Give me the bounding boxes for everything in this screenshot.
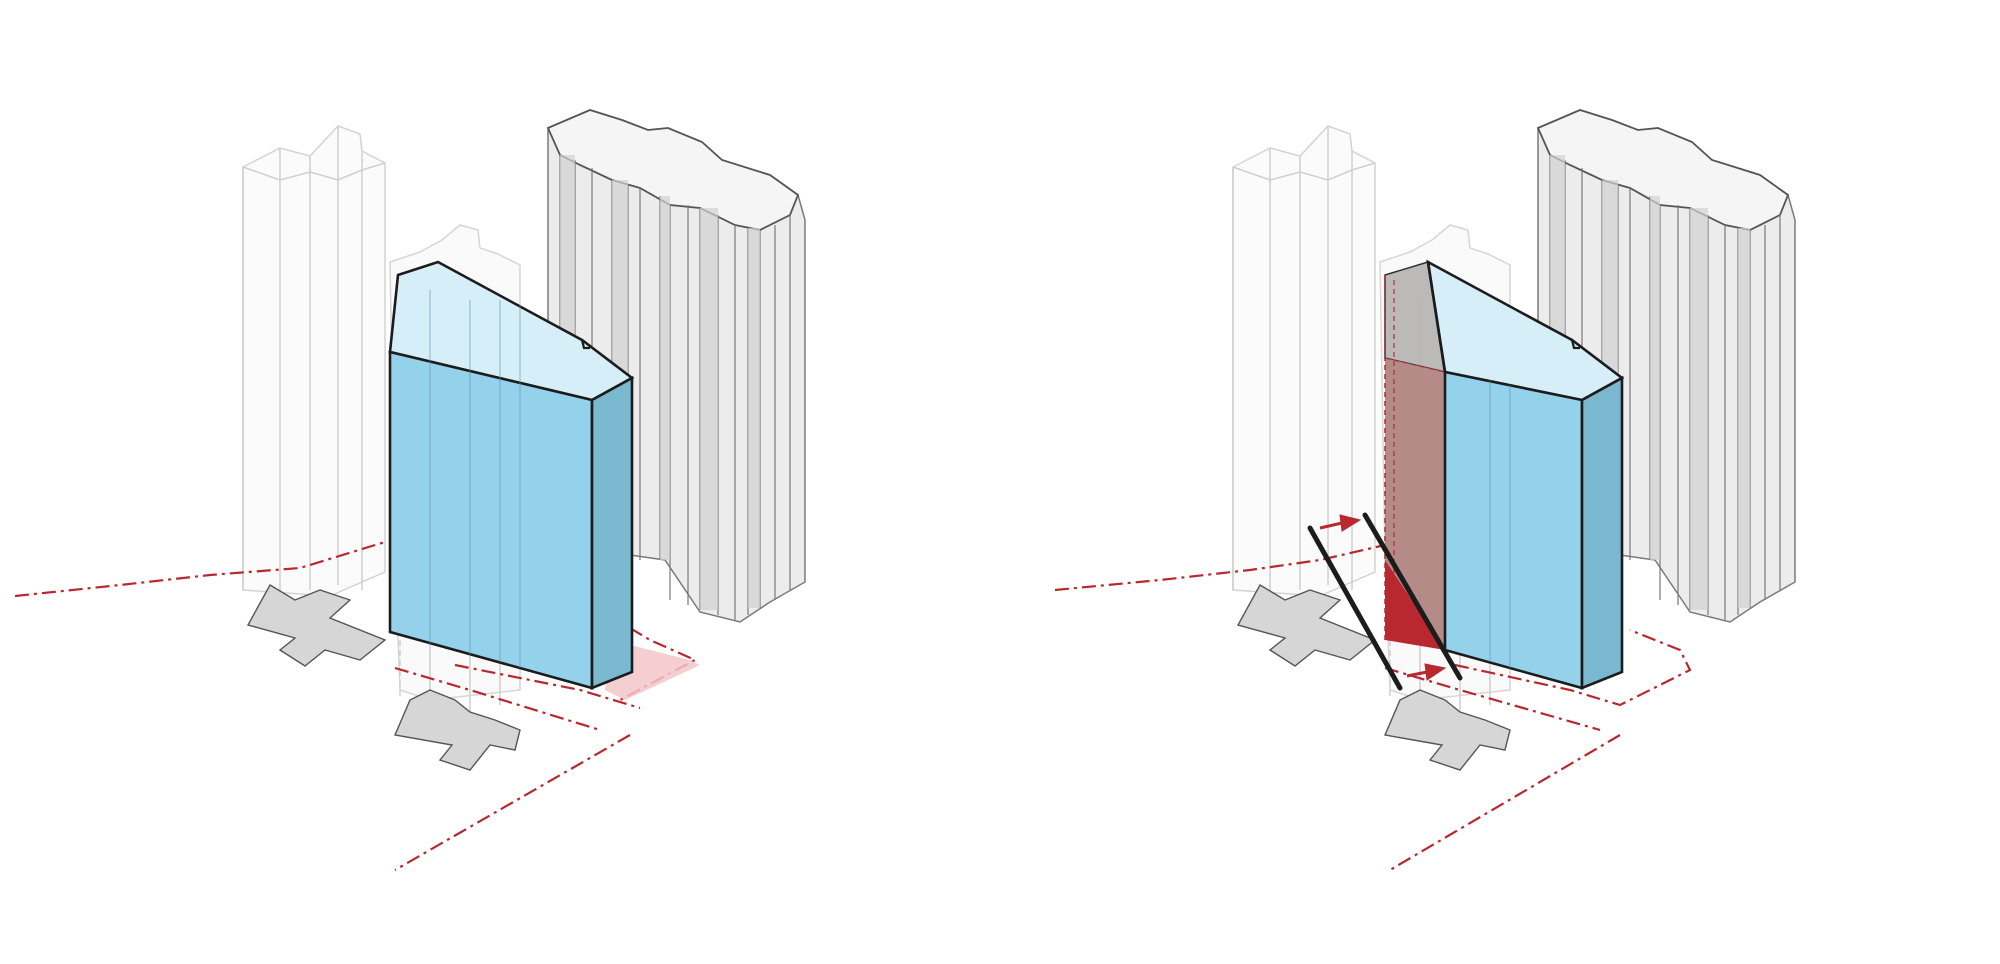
cut-plane [1307, 512, 1463, 691]
panel-before-carve [14, 109, 806, 871]
blue-tower [388, 260, 635, 690]
site-boundary-lines [1054, 543, 1692, 871]
blue-tower-carved [1426, 259, 1625, 690]
view-arrows [1319, 514, 1447, 681]
panel-after-carve [1054, 109, 1796, 871]
